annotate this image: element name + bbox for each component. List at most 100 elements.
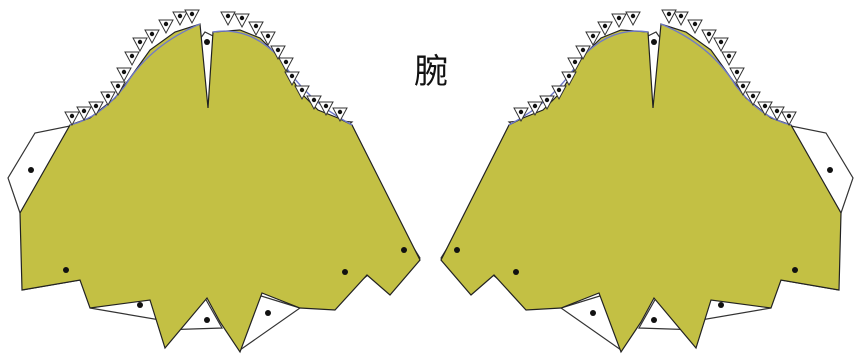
notch-dot bbox=[630, 13, 636, 19]
notch-dot bbox=[105, 93, 111, 99]
notch-dot bbox=[137, 39, 143, 45]
notch-dot bbox=[69, 113, 75, 119]
notch-marker bbox=[100, 91, 116, 107]
notch-marker bbox=[332, 107, 348, 123]
tab-dot bbox=[718, 302, 724, 308]
notch-marker bbox=[551, 85, 567, 101]
notch-marker bbox=[687, 19, 703, 35]
notch-marker bbox=[132, 37, 148, 53]
notch-dot bbox=[149, 31, 155, 37]
right-pattern-piece bbox=[440, 9, 854, 354]
tab-dot bbox=[204, 39, 210, 45]
notch-marker bbox=[539, 95, 555, 111]
notch-marker bbox=[76, 106, 92, 122]
notch-marker bbox=[294, 85, 310, 101]
tab-dot bbox=[651, 317, 657, 323]
notch-marker bbox=[278, 57, 294, 73]
notch-dot bbox=[275, 47, 281, 53]
notch-marker bbox=[318, 101, 334, 117]
notch-marker bbox=[597, 21, 613, 37]
notch-dot bbox=[225, 13, 231, 19]
notch-marker bbox=[661, 9, 677, 25]
seam-line bbox=[660, 23, 792, 126]
notch-marker bbox=[184, 9, 200, 25]
notch-dot bbox=[556, 87, 562, 93]
notch-dot bbox=[299, 87, 305, 93]
notch-dot bbox=[726, 53, 732, 59]
notch-marker bbox=[270, 45, 286, 61]
notch-marker bbox=[124, 51, 140, 67]
notch-dot bbox=[750, 93, 756, 99]
notch-dot bbox=[129, 53, 135, 59]
notch-marker bbox=[713, 37, 729, 53]
notch-marker bbox=[721, 51, 737, 67]
left-pattern-piece bbox=[7, 9, 421, 354]
notch-marker bbox=[781, 111, 797, 127]
notch-dot bbox=[93, 103, 99, 109]
notch-marker bbox=[561, 71, 577, 87]
notch-dot bbox=[253, 23, 259, 29]
notch-dot bbox=[163, 21, 169, 27]
notch-dot bbox=[337, 109, 343, 115]
notch-marker bbox=[745, 91, 761, 107]
tab-dot bbox=[827, 167, 833, 173]
notch-dot bbox=[311, 97, 317, 103]
notch-dot bbox=[81, 108, 87, 114]
tab-dot bbox=[137, 302, 143, 308]
notch-dot bbox=[718, 39, 724, 45]
notch-marker bbox=[260, 31, 276, 47]
notch-marker bbox=[673, 11, 689, 27]
notch-marker bbox=[158, 19, 174, 35]
notch-marker bbox=[64, 111, 80, 127]
notch-dot bbox=[323, 103, 329, 109]
notch-dot bbox=[740, 83, 746, 89]
notch-marker bbox=[144, 29, 160, 45]
notch-marker bbox=[110, 81, 126, 97]
notch-dot bbox=[239, 15, 245, 21]
notch-marker bbox=[88, 101, 104, 117]
tab-dot bbox=[265, 310, 271, 316]
tab-dot bbox=[63, 267, 69, 273]
notch-dot bbox=[706, 31, 712, 37]
tab-dot bbox=[590, 310, 596, 316]
tab-dot bbox=[454, 247, 460, 253]
notch-marker bbox=[729, 67, 745, 83]
notch-marker bbox=[757, 101, 773, 117]
tab-dot bbox=[513, 269, 519, 275]
notch-dot bbox=[532, 103, 538, 109]
notch-marker bbox=[769, 106, 785, 122]
notch-marker bbox=[567, 57, 583, 73]
fabric-body bbox=[440, 23, 842, 354]
notch-marker bbox=[306, 95, 322, 111]
notch-marker bbox=[575, 45, 591, 61]
notch-marker bbox=[611, 13, 627, 29]
notch-marker bbox=[625, 11, 641, 27]
notch-marker bbox=[701, 29, 717, 45]
tab-dot bbox=[792, 267, 798, 273]
tab-dot bbox=[342, 269, 348, 275]
tab-dot bbox=[651, 39, 657, 45]
notch-dot bbox=[121, 69, 127, 75]
notch-marker bbox=[284, 71, 300, 87]
notch-dot bbox=[189, 11, 195, 17]
notch-dot bbox=[590, 33, 596, 39]
notch-dot bbox=[616, 15, 622, 21]
notch-marker bbox=[220, 11, 236, 27]
notch-dot bbox=[580, 47, 586, 53]
notch-dot bbox=[283, 59, 289, 65]
notch-dot bbox=[692, 21, 698, 27]
notch-marker bbox=[527, 101, 543, 117]
notch-dot bbox=[115, 83, 121, 89]
notch-marker bbox=[513, 107, 529, 123]
notch-dot bbox=[666, 11, 672, 17]
tab-dot bbox=[28, 167, 34, 173]
fabric-body bbox=[19, 23, 421, 354]
pattern-label: 腕 bbox=[414, 52, 448, 92]
notch-dot bbox=[762, 103, 768, 109]
notch-dot bbox=[566, 73, 572, 79]
notch-dot bbox=[774, 108, 780, 114]
notch-dot bbox=[177, 13, 183, 19]
notch-dot bbox=[265, 33, 271, 39]
notch-dot bbox=[544, 97, 550, 103]
